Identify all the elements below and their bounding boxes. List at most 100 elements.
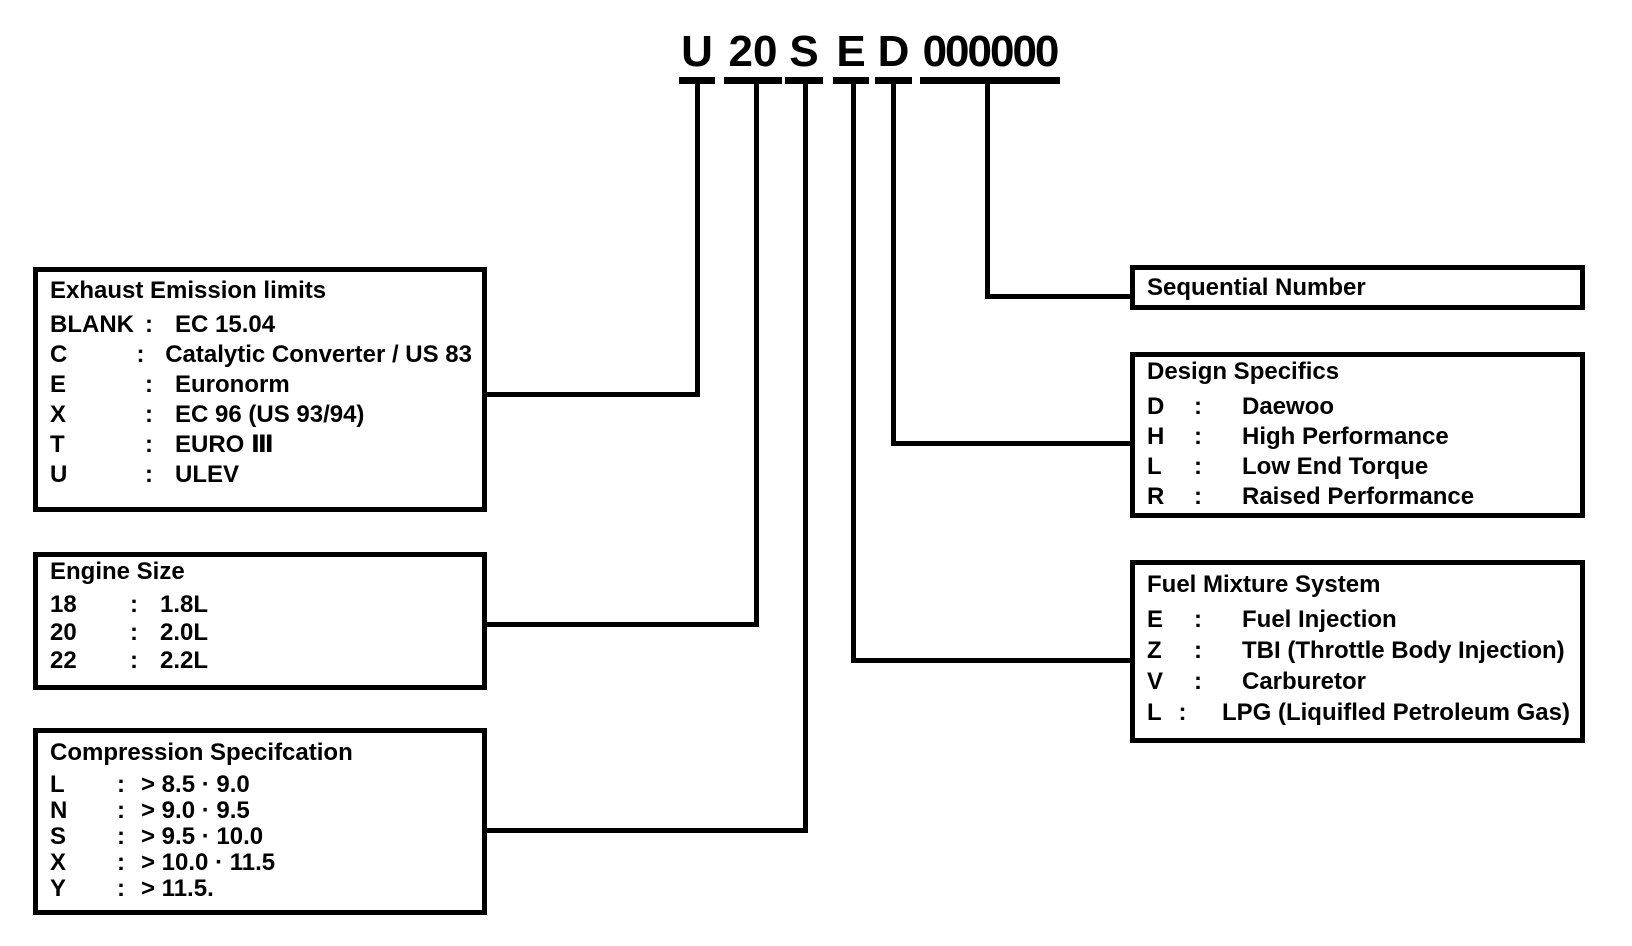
code-segment-exhaust: U — [679, 30, 715, 84]
row-desc: EC 15.04 — [175, 311, 276, 338]
row-code: E — [1147, 606, 1164, 633]
row-colon: : — [145, 311, 153, 338]
row-colon: : — [117, 797, 125, 824]
row-desc: Fuel Injection — [1242, 606, 1397, 633]
row-code: 22 — [50, 647, 77, 674]
exhaust-box-title: Exhaust Emission limits — [50, 277, 327, 304]
row-colon: : — [136, 341, 145, 368]
legend-row: L: Low End Torque — [1147, 452, 1570, 482]
fuel-mixture-system-box: Fuel Mixture System E:Fuel Injection Z:T… — [1130, 560, 1585, 743]
row-colon: : — [117, 875, 125, 902]
row-code: L — [50, 771, 65, 798]
row-colon: : — [1194, 393, 1202, 420]
row-desc: TBI (Throttle Body Injection) — [1242, 637, 1565, 664]
legend-row: Z: TBI (Throttle Body Injection) — [1147, 635, 1570, 666]
legend-row: R: Raised Performance — [1147, 482, 1570, 512]
sequential-box-title: Sequential Number — [1147, 274, 1366, 301]
row-desc: Catalytic Converter / US 83 — [165, 341, 472, 368]
compression-box-rows: L:> 8.5 · 9.0 N:> 9.0 · 9.5 S:> 9.5 · 10… — [38, 772, 482, 902]
row-colon: : — [1194, 637, 1202, 664]
row-desc: Daewoo — [1242, 393, 1335, 420]
row-desc: Carburetor — [1242, 668, 1367, 695]
row-desc: High Performance — [1242, 423, 1449, 450]
connector-fuel-horizontal — [851, 658, 1130, 663]
row-colon: : — [117, 823, 125, 850]
row-colon: : — [1194, 483, 1202, 510]
compression-specification-box: Compression Specifcation L:> 8.5 · 9.0 N… — [33, 728, 487, 915]
connector-engine-vertical — [754, 84, 759, 627]
row-colon: : — [117, 771, 125, 798]
row-desc: > 9.0 · 9.5 — [141, 797, 250, 824]
legend-row: Y:> 11.5. — [50, 876, 472, 902]
connector-fuel-vertical — [851, 84, 856, 663]
legend-row: H: High Performance — [1147, 422, 1570, 452]
legend-row: T: EURO Ⅲ — [50, 430, 472, 460]
legend-row: E: Fuel Injection — [1147, 604, 1570, 635]
legend-row: C:Catalytic Converter / US 83 — [50, 340, 472, 370]
legend-row: BLANK: EC 15.04 — [50, 310, 472, 340]
row-code: Z — [1147, 637, 1162, 664]
connector-sequential-horizontal — [985, 294, 1130, 299]
design-box-rows: D: Daewoo H: High Performance L: Low End To… — [1135, 392, 1580, 512]
legend-row: N: > 9.0 · 9.5 — [50, 798, 472, 824]
row-code: 20 — [50, 619, 77, 646]
row-code: BLANK — [50, 311, 134, 338]
row-desc: EURO Ⅲ — [175, 431, 274, 458]
row-code: H — [1147, 423, 1165, 450]
row-colon: : — [1194, 423, 1202, 450]
row-colon: : — [145, 431, 153, 458]
code-segment-sequential: 000000 — [920, 30, 1060, 84]
row-colon: : — [130, 591, 138, 618]
code-segment-compression: S — [785, 30, 823, 84]
legend-row: X: > 10.0 · 11.5 — [50, 850, 472, 876]
row-code: T — [50, 431, 65, 458]
legend-row: 20:2.0L — [50, 619, 472, 647]
legend-row: 18:1.8L — [50, 591, 472, 619]
row-code: Y — [50, 875, 67, 902]
row-colon: : — [145, 401, 153, 428]
row-code: L — [1147, 453, 1162, 480]
legend-row: S:> 9.5 · 10.0 — [50, 824, 472, 850]
row-desc: Euronorm — [175, 371, 290, 398]
connector-compression-vertical — [803, 84, 808, 833]
row-colon: : — [117, 849, 125, 876]
connector-exhaust-horizontal — [487, 392, 700, 397]
row-code: X — [50, 849, 67, 876]
connector-engine-horizontal — [487, 622, 759, 627]
row-colon: : — [1194, 606, 1202, 633]
legend-row: L:> 8.5 · 9.0 — [50, 772, 472, 798]
row-desc: Low End Torque — [1242, 453, 1429, 480]
fuel-box-rows: E: Fuel Injection Z: TBI (Throttle Body In… — [1135, 604, 1580, 728]
row-code: N — [50, 797, 68, 824]
code-segment-fuel: E — [833, 30, 869, 84]
row-code: E — [50, 371, 67, 398]
connector-exhaust-vertical — [695, 84, 700, 397]
row-code: X — [50, 401, 67, 428]
design-specifics-box: Design Specifics D: Daewoo H: High Perform… — [1130, 352, 1585, 518]
row-desc: > 9.5 · 10.0 — [141, 823, 264, 850]
row-colon: : — [130, 647, 138, 674]
connector-design-vertical — [891, 84, 896, 446]
row-desc: 2.2L — [160, 647, 209, 674]
row-colon: : — [130, 619, 138, 646]
row-colon: : — [145, 461, 153, 488]
row-colon: : — [1178, 699, 1187, 726]
row-code: D — [1147, 393, 1165, 420]
row-desc: 2.0L — [160, 619, 209, 646]
sequential-number-box: Sequential Number — [1130, 265, 1585, 310]
legend-row: E:Euronorm — [50, 370, 472, 400]
engine-box-rows: 18:1.8L 20:2.0L 22:2.2L — [38, 591, 482, 675]
row-desc: LPG (Liquifled Petroleum Gas) — [1221, 699, 1570, 726]
row-code: 18 — [50, 591, 77, 618]
row-code: U — [50, 461, 68, 488]
design-box-title: Design Specifics — [1147, 358, 1340, 385]
row-desc: > 10.0 · 11.5 — [141, 849, 276, 876]
row-code: R — [1147, 483, 1165, 510]
row-desc: ULEV — [175, 461, 240, 488]
legend-row: V:Carburetor — [1147, 666, 1570, 697]
row-colon: : — [1194, 453, 1202, 480]
row-desc: Raised Performance — [1242, 483, 1475, 510]
row-code: L — [1147, 699, 1162, 726]
engine-size-box: Engine Size 18:1.8L 20:2.0L 22:2.2L — [33, 552, 487, 690]
